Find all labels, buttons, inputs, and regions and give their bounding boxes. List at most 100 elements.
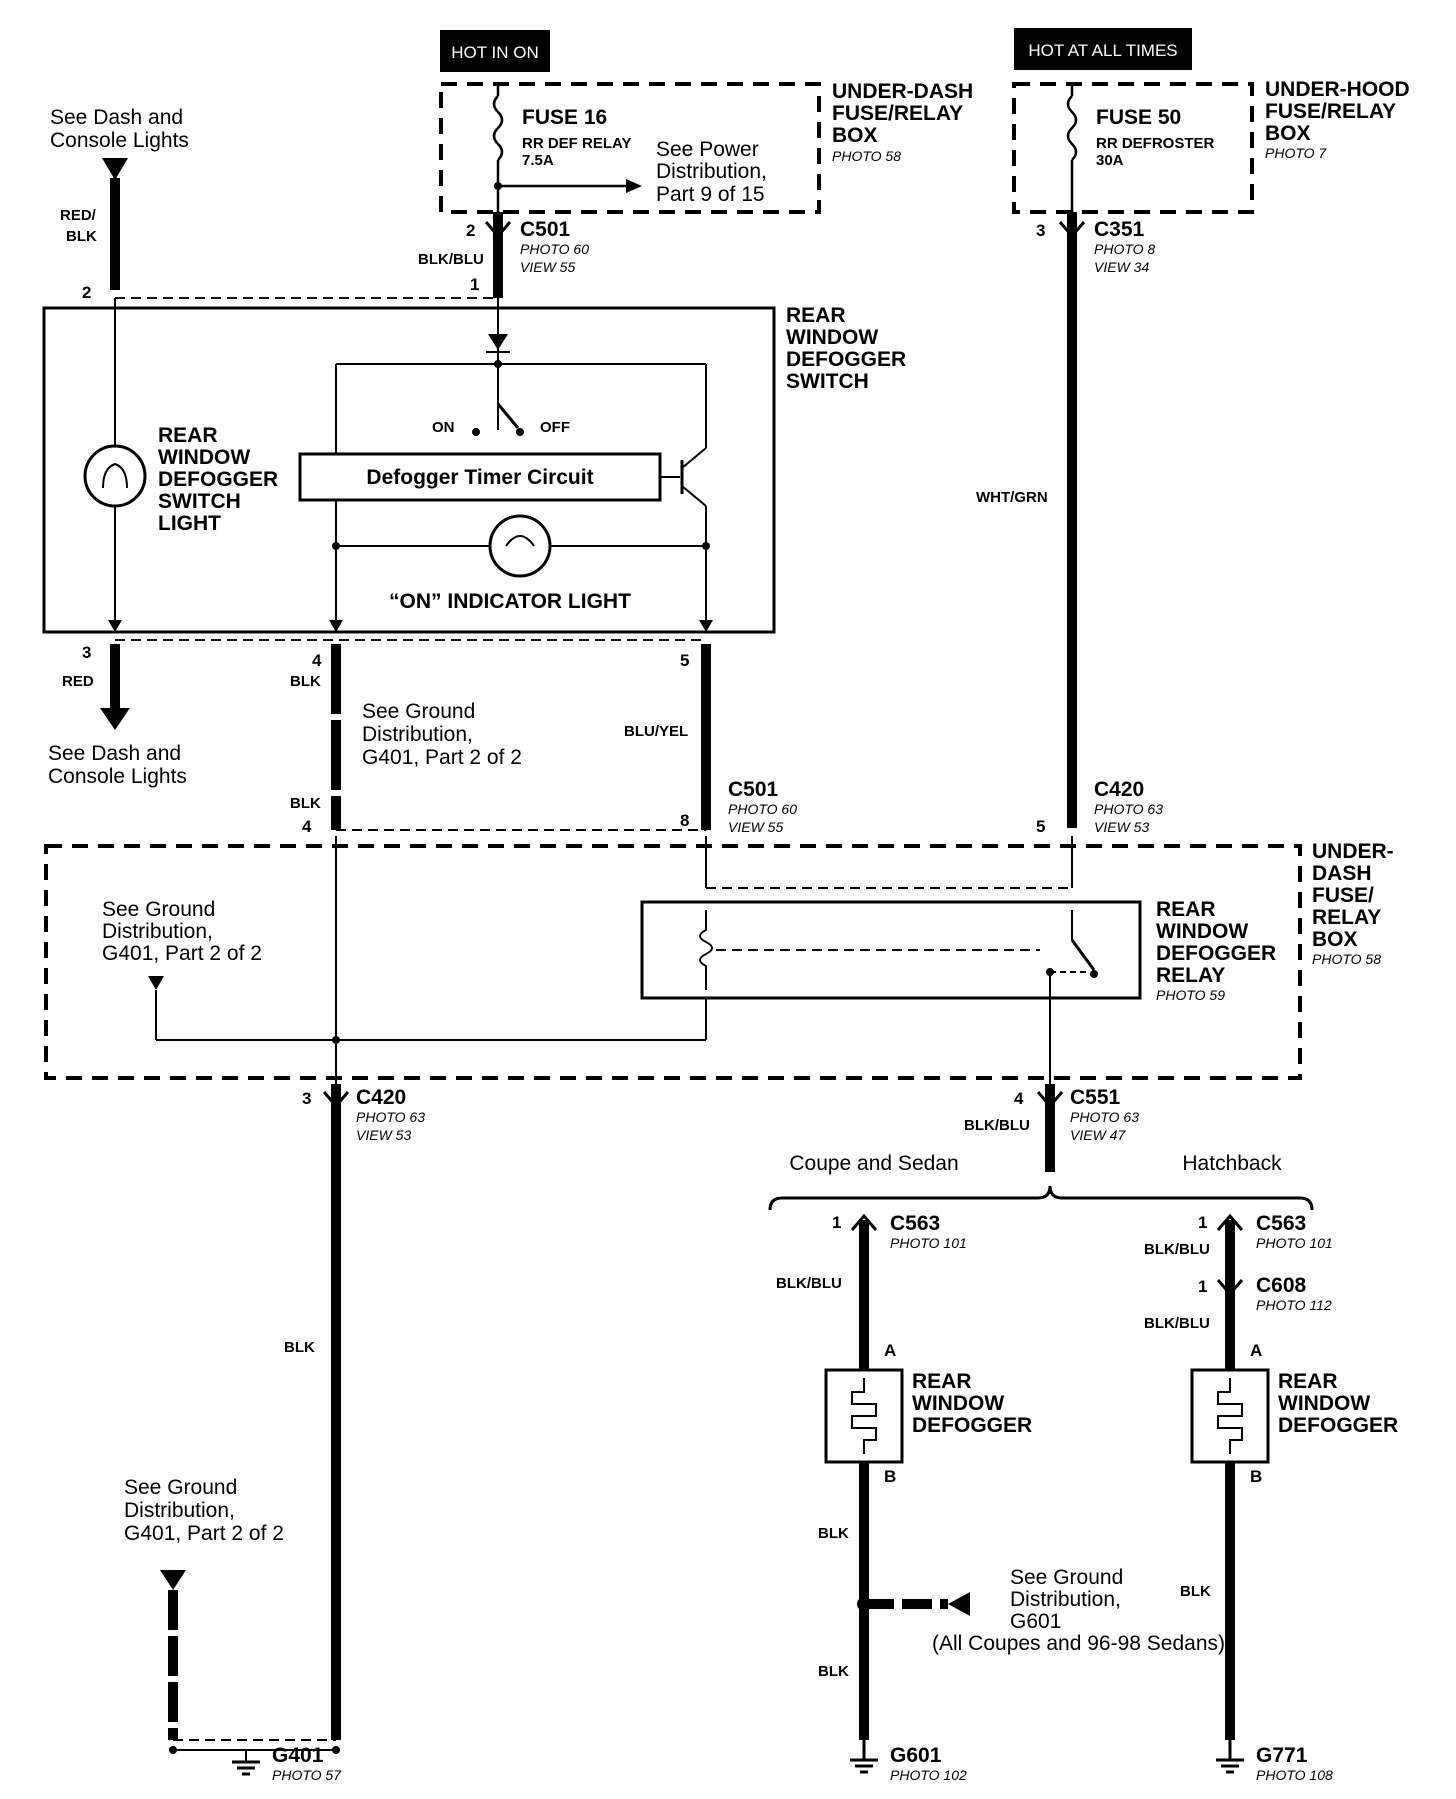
svg-text:G771: G771 (1256, 1744, 1308, 1767)
svg-text:PHOTO 63: PHOTO 63 (1070, 1109, 1139, 1125)
svg-text:DEFOGGER: DEFOGGER (158, 468, 278, 491)
wire-c420-blk: 3 C420 PHOTO 63 VIEW 53 BLK (284, 1084, 425, 1740)
svg-text:See Ground: See Ground (1010, 1566, 1123, 1589)
svg-text:RR DEFROSTER: RR DEFROSTER (1096, 135, 1215, 152)
under-dash-relay-box: UNDER- DASH FUSE/ RELAY BOX PHOTO 58 See… (44, 836, 1394, 1084)
svg-text:Part 9 of 15: Part 9 of 15 (656, 183, 765, 206)
svg-text:WINDOW: WINDOW (786, 326, 878, 349)
svg-text:BLK: BLK (818, 1663, 849, 1680)
svg-text:PHOTO 60: PHOTO 60 (520, 241, 589, 257)
relay-contact-icon (1070, 939, 1096, 971)
svg-text:UNDER-: UNDER- (1312, 840, 1394, 863)
svg-text:VIEW 53: VIEW 53 (1094, 819, 1149, 835)
svg-text:C551: C551 (1070, 1086, 1121, 1109)
svg-text:1: 1 (1198, 1213, 1207, 1232)
svg-text:See Ground: See Ground (362, 700, 475, 723)
svg-text:2: 2 (82, 283, 91, 302)
connector-c420-top: 5 C420 PHOTO 63 VIEW 53 (1036, 778, 1163, 836)
svg-text:HOT AT ALL TIMES: HOT AT ALL TIMES (1028, 41, 1177, 60)
svg-text:FUSE 16: FUSE 16 (522, 106, 607, 129)
svg-text:DEFOGGER: DEFOGGER (1278, 1414, 1398, 1437)
svg-text:B: B (884, 1467, 896, 1486)
svg-text:C501: C501 (520, 218, 571, 241)
svg-text:OFF: OFF (540, 419, 570, 436)
ground-icon (232, 1760, 260, 1776)
svg-text:C563: C563 (1256, 1212, 1306, 1235)
svg-text:PHOTO 102: PHOTO 102 (890, 1767, 967, 1783)
svg-text:4: 4 (302, 817, 312, 836)
svg-text:PHOTO 63: PHOTO 63 (1094, 801, 1163, 817)
svg-text:BLK: BLK (1180, 1583, 1211, 1600)
svg-text:PHOTO 59: PHOTO 59 (1156, 987, 1225, 1003)
svg-text:C608: C608 (1256, 1274, 1307, 1297)
svg-text:1: 1 (1198, 1277, 1207, 1296)
tag-hot-in-on: HOT IN ON (440, 30, 550, 72)
svg-text:UNDER-DASH: UNDER-DASH (832, 80, 973, 103)
svg-text:“ON” INDICATOR LIGHT: “ON” INDICATOR LIGHT (389, 590, 631, 613)
branch-brace: Coupe and Sedan Hatchback (768, 1152, 1314, 1211)
svg-text:3: 3 (1036, 221, 1045, 240)
svg-text:DEFOGGER: DEFOGGER (912, 1414, 1032, 1437)
svg-text:FUSE/RELAY: FUSE/RELAY (1265, 100, 1396, 123)
wire-c551: 4 C551 PHOTO 63 VIEW 47 BLK/BLU (964, 1084, 1139, 1172)
svg-text:DEFOGGER: DEFOGGER (786, 348, 906, 371)
svg-text:8: 8 (680, 811, 689, 830)
svg-text:VIEW 47: VIEW 47 (1070, 1127, 1126, 1143)
svg-text:PHOTO 7: PHOTO 7 (1265, 145, 1327, 161)
svg-text:3: 3 (302, 1089, 311, 1108)
svg-text:3: 3 (82, 643, 91, 662)
svg-text:C501: C501 (728, 778, 779, 801)
svg-text:PHOTO 63: PHOTO 63 (356, 1109, 425, 1125)
wire-c501-blu-yel: 5 BLU/YEL 8 C501 PHOTO 60 VIEW 55 (624, 644, 797, 835)
svg-text:BLK: BLK (290, 673, 321, 690)
rear-window-defogger-switch: REAR WINDOW DEFOGGER SWITCH REAR WINDOW … (42, 297, 906, 641)
ref-dash-console-top: See Dash and Console Lights RED/ BLK 2 (50, 106, 189, 302)
svg-text:2: 2 (466, 221, 475, 240)
defogger-coupe-sedan: 1 C563 PHOTO 101 BLK/BLU A REAR WINDOW D… (776, 1212, 1225, 1783)
svg-text:SWITCH: SWITCH (158, 490, 241, 513)
svg-text:RED/: RED/ (60, 207, 97, 224)
svg-text:FUSE 50: FUSE 50 (1096, 106, 1181, 129)
svg-text:4: 4 (1014, 1089, 1024, 1108)
svg-text:BLU/YEL: BLU/YEL (624, 723, 688, 740)
svg-text:FUSE/RELAY: FUSE/RELAY (832, 102, 963, 125)
svg-text:RELAY: RELAY (1312, 906, 1381, 929)
under-hood-fuse-box: FUSE 50 RR DEFROSTER 30A UNDER-HOOD FUSE… (1012, 78, 1410, 214)
svg-text:Distribution,: Distribution, (656, 160, 767, 183)
svg-text:DEFOGGER: DEFOGGER (1156, 942, 1276, 965)
svg-text:BLK/BLU: BLK/BLU (418, 251, 484, 268)
svg-text:A: A (1250, 1341, 1262, 1360)
svg-text:REAR: REAR (1156, 898, 1216, 921)
svg-text:LIGHT: LIGHT (158, 512, 221, 535)
svg-text:G401, Part 2 of 2: G401, Part 2 of 2 (362, 746, 522, 769)
switch-light-bulb-icon (83, 444, 147, 508)
arrow-down-icon (102, 158, 128, 180)
svg-text:C563: C563 (890, 1212, 940, 1235)
svg-text:PHOTO 57: PHOTO 57 (272, 1767, 342, 1783)
svg-text:BLK/BLU: BLK/BLU (1144, 1315, 1210, 1332)
diode-icon (488, 334, 508, 350)
svg-text:PHOTO 101: PHOTO 101 (890, 1235, 967, 1251)
svg-text:Defogger Timer Circuit: Defogger Timer Circuit (366, 466, 593, 489)
svg-text:See Ground: See Ground (124, 1476, 237, 1499)
defogger-hatchback: 1 C563 PHOTO 101 BLK/BLU 1 C608 PHOTO 11… (1144, 1212, 1398, 1783)
ground-g401-ref: See Ground Distribution, G401, Part 2 of… (124, 1476, 342, 1783)
svg-text:4: 4 (312, 651, 322, 670)
svg-text:PHOTO 112: PHOTO 112 (1256, 1297, 1332, 1313)
ground-ref-arrow-icon (148, 976, 164, 990)
svg-text:UNDER-HOOD: UNDER-HOOD (1265, 78, 1410, 101)
svg-text:Hatchback: Hatchback (1182, 1152, 1282, 1175)
svg-text:DASH: DASH (1312, 862, 1372, 885)
wire-red-dash-lights: 3 RED See Dash and Console Lights (48, 643, 187, 788)
svg-text:FUSE/: FUSE/ (1312, 884, 1374, 907)
svg-text:RELAY: RELAY (1156, 964, 1225, 987)
tag-hot-at-all-times: HOT AT ALL TIMES (1014, 28, 1192, 70)
svg-text:PHOTO 8: PHOTO 8 (1094, 241, 1155, 257)
svg-text:C420: C420 (356, 1086, 406, 1109)
svg-text:BLK: BLK (66, 228, 97, 245)
svg-text:(All Coupes and 96-98 Sedans): (All Coupes and 96-98 Sedans) (932, 1632, 1225, 1655)
svg-text:WINDOW: WINDOW (158, 446, 250, 469)
svg-text:C351: C351 (1094, 218, 1145, 241)
svg-text:VIEW 55: VIEW 55 (520, 259, 575, 275)
